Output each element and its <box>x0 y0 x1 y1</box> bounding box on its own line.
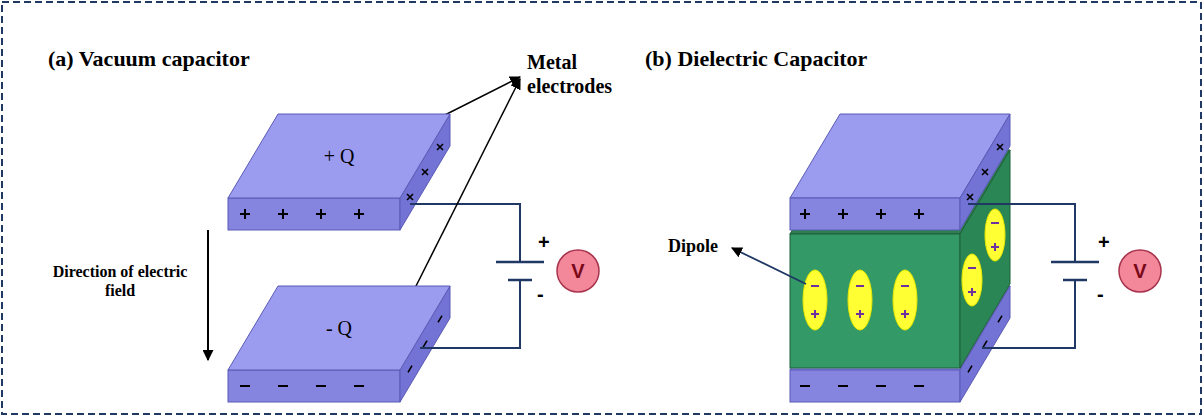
leader-line <box>732 248 806 284</box>
field-arrow <box>207 230 209 360</box>
terminal-sign: + <box>1098 232 1110 252</box>
dielectric-front <box>790 234 960 368</box>
battery-short-plate <box>508 279 532 282</box>
negative-charge-marks <box>800 385 924 387</box>
plate-front <box>790 370 960 402</box>
callout-label: Metal electrodes <box>527 50 637 98</box>
capacitor-plate: - Q <box>228 286 450 370</box>
circle-shape <box>557 250 599 292</box>
plate-charge-label: - Q <box>326 317 352 339</box>
voltage-source-circle: V <box>556 249 600 293</box>
voltage-label: V <box>1133 260 1146 282</box>
capacitor-plate: + Q <box>228 114 450 198</box>
dipole <box>893 270 917 330</box>
plate-front <box>228 370 400 402</box>
battery-long-plate <box>496 261 544 264</box>
bottom-electrode-a <box>228 286 450 402</box>
plate-front <box>228 198 400 230</box>
wire <box>968 204 1075 348</box>
panel-title: (b) Dielectric Capacitor <box>645 46 867 72</box>
dipole <box>985 209 1005 261</box>
terminal-sign: - <box>537 284 544 304</box>
top-electrode-a <box>228 114 450 230</box>
terminal-sign: - <box>1097 284 1104 304</box>
dipole <box>848 270 872 330</box>
plate-charge-label: + Q <box>324 145 355 167</box>
top-electrode-b <box>790 114 1010 230</box>
voltage-source-circle: V <box>1118 249 1162 293</box>
positive-charge-marks <box>240 209 364 219</box>
dipole-positive-marks <box>811 243 999 318</box>
negative-charge-marks <box>240 385 364 387</box>
plate-front <box>790 198 960 230</box>
terminal-sign: + <box>538 232 550 252</box>
plate-face <box>228 114 450 198</box>
positive-charge-marks <box>800 209 924 219</box>
dipole-negative-marks <box>811 223 999 286</box>
dipole <box>803 270 827 330</box>
callout-label: Dipole <box>668 236 718 258</box>
panel-title: (a) Vacuum capacitor <box>48 46 250 72</box>
plate-side <box>960 114 1010 230</box>
battery-short-plate <box>1063 279 1087 282</box>
dipole <box>962 254 982 306</box>
axis-note: Direction of electric field <box>42 262 198 300</box>
leader-line <box>410 79 520 298</box>
voltage-label: V <box>571 260 584 282</box>
circle-shape <box>1119 250 1161 292</box>
battery-long-plate <box>1051 261 1099 264</box>
cross-marks <box>967 144 1003 200</box>
plate-face <box>228 286 450 370</box>
